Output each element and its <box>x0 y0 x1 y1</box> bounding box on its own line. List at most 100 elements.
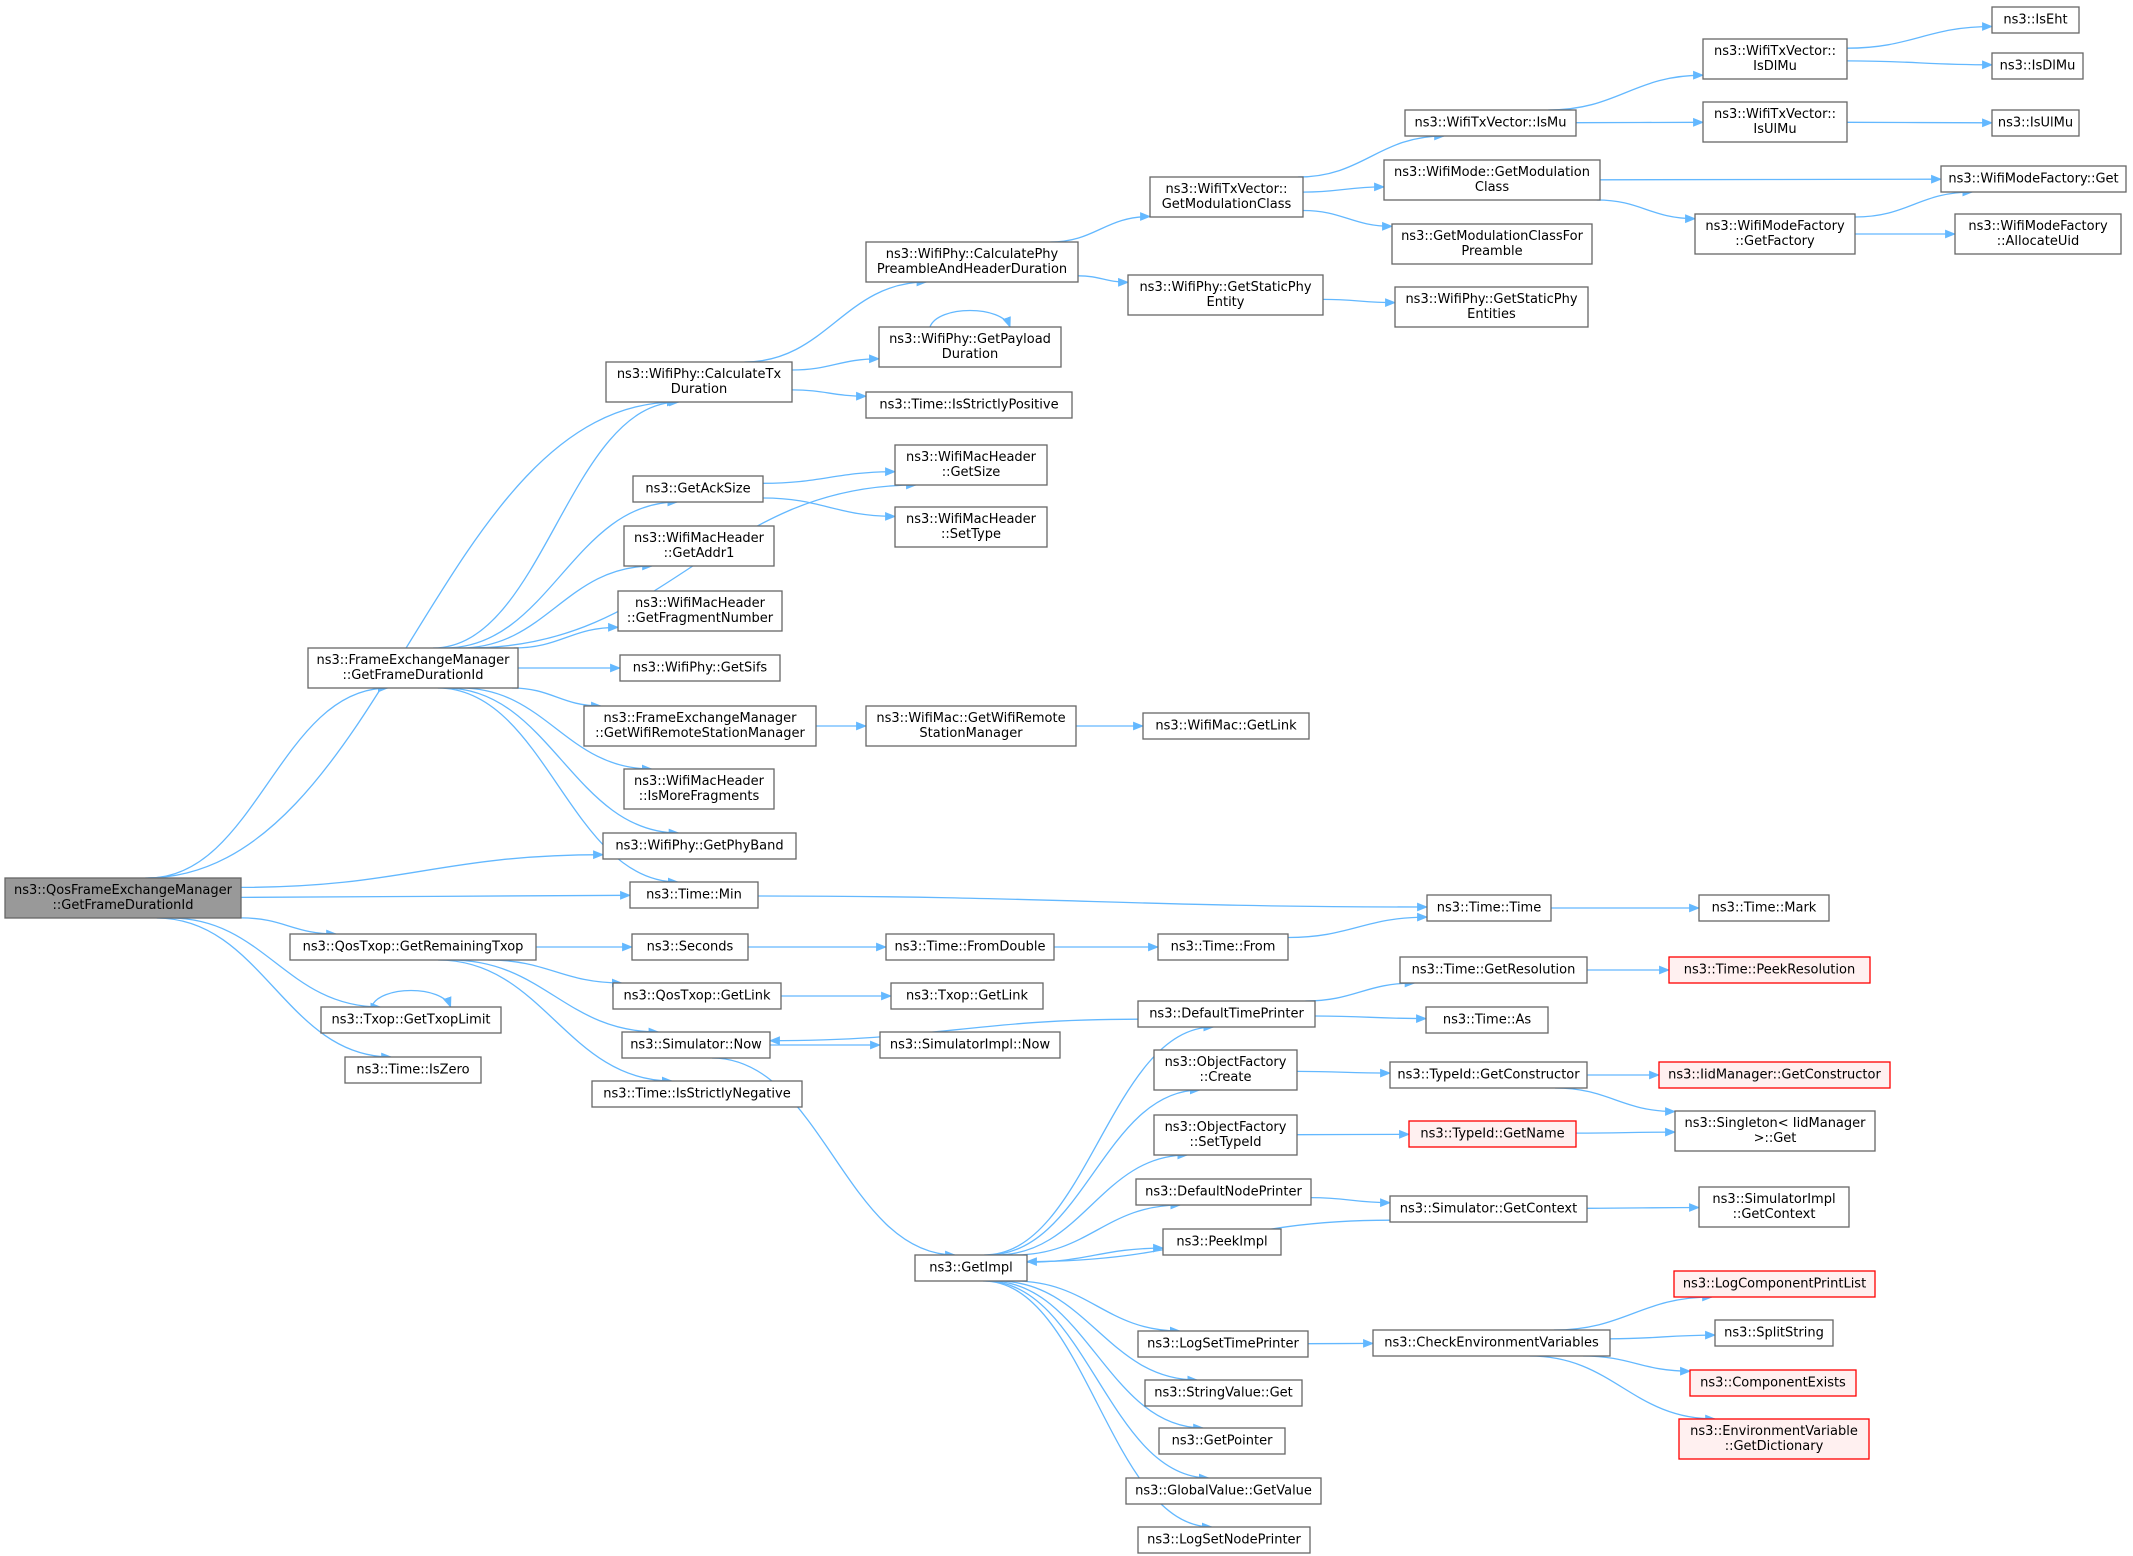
node-time_from[interactable]: ns3::Time::From <box>1157 933 1289 961</box>
node-label-getmodclassforpreamble-0: ns3::GetModulationClassFor <box>1401 229 1584 244</box>
node-envvar_getdict[interactable]: ns3::EnvironmentVariable::GetDictionary <box>1678 1418 1870 1460</box>
node-logcomponentprintlist[interactable]: ns3::LogComponentPrintList <box>1673 1270 1876 1298</box>
node-label-typeid_getconstructor-0: ns3::TypeId::GetConstructor <box>1397 1068 1580 1083</box>
node-getmodclass[interactable]: ns3::WifiTxVector::GetModulationClass <box>1149 176 1304 218</box>
node-stringvalue_get[interactable]: ns3::StringValue::Get <box>1144 1379 1303 1407</box>
node-typeid_getconstructor[interactable]: ns3::TypeId::GetConstructor <box>1389 1061 1588 1089</box>
node-label-time_peekresolution-0: ns3::Time::PeekResolution <box>1684 963 1855 978</box>
node-machdr_getaddr1[interactable]: ns3::WifiMacHeader::GetAddr1 <box>623 525 775 567</box>
edge-getmodclass-to-wifimode_getmodclass <box>1302 182 1386 193</box>
node-label-checkenv-0: ns3::CheckEnvironmentVariables <box>1384 1336 1599 1351</box>
node-label-peekimpl-0: ns3::PeekImpl <box>1176 1235 1267 1250</box>
edge-root-to-time_iszero <box>156 917 393 1062</box>
edge-getstaticphyentity-to-getstaticphyentities <box>1322 298 1397 307</box>
node-machdr_getfragnum[interactable]: ns3::WifiMacHeader::GetFragmentNumber <box>617 590 783 632</box>
node-iidmgr_getconstructor[interactable]: ns3::IidManager::GetConstructor <box>1658 1061 1891 1089</box>
node-txv_ismu[interactable]: ns3::WifiTxVector::IsMu <box>1404 109 1577 137</box>
edge-checkenv-to-splitstring <box>1609 1330 1717 1340</box>
node-getpointer[interactable]: ns3::GetPointer <box>1158 1427 1286 1455</box>
node-time_isstrictneg[interactable]: ns3::Time::IsStrictlyNegative <box>591 1080 803 1108</box>
node-label-wifimac_getlink-0: ns3::WifiMac::GetLink <box>1155 719 1297 734</box>
node-getsifs[interactable]: ns3::WifiPhy::GetSifs <box>619 654 781 682</box>
node-defaultnodeprinter[interactable]: ns3::DefaultNodePrinter <box>1135 1178 1312 1206</box>
edge-getimpl-to-logsetnodeprinter <box>983 1280 1213 1532</box>
node-wmf_allocateuid[interactable]: ns3::WifiModeFactory::AllocateUid <box>1954 213 2122 255</box>
node-typeid_getname[interactable]: ns3::TypeId::GetName <box>1408 1120 1577 1148</box>
node-txv_isulmu[interactable]: ns3::WifiTxVector::IsUlMu <box>1702 101 1848 143</box>
node-time_time[interactable]: ns3::Time::Time <box>1426 894 1552 922</box>
node-machdr_settype[interactable]: ns3::WifiMacHeader::SetType <box>894 506 1048 548</box>
node-wifimode_getmodclass[interactable]: ns3::WifiMode::GetModulationClass <box>1383 159 1601 201</box>
node-wmf_getfactory[interactable]: ns3::WifiModeFactory::GetFactory <box>1694 213 1856 255</box>
node-defaulttimeprinter[interactable]: ns3::DefaultTimePrinter <box>1137 1000 1316 1028</box>
node-box-time_iszero <box>344 1056 482 1084</box>
node-isulmu[interactable]: ns3::IsUlMu <box>1991 109 2080 137</box>
node-label-time_from-0: ns3::Time::From <box>1171 940 1276 955</box>
node-time_as[interactable]: ns3::Time::As <box>1425 1006 1549 1034</box>
node-objfactory_create[interactable]: ns3::ObjectFactory::Create <box>1153 1049 1298 1091</box>
node-label-getpointer-0: ns3::GetPointer <box>1172 1434 1273 1449</box>
node-time_min[interactable]: ns3::Time::Min <box>629 881 759 909</box>
node-seconds[interactable]: ns3::Seconds <box>631 933 749 961</box>
node-time_mark[interactable]: ns3::Time::Mark <box>1698 894 1830 922</box>
node-box-time_peekresolution <box>1668 956 1871 984</box>
node-wifimac_getlink[interactable]: ns3::WifiMac::GetLink <box>1142 712 1310 740</box>
node-sim_now[interactable]: ns3::Simulator::Now <box>621 1031 771 1059</box>
node-label-machdr_getaddr1-0: ns3::WifiMacHeader <box>634 531 765 546</box>
node-getacksize[interactable]: ns3::GetAckSize <box>632 475 764 503</box>
node-box-globalvalue_getvalue <box>1125 1477 1322 1505</box>
node-label-objfactory_create-0: ns3::ObjectFactory <box>1165 1055 1287 1070</box>
node-wifimac_getwrsm[interactable]: ns3::WifiMac::GetWifiRemoteStationManage… <box>865 705 1077 747</box>
node-checkenv[interactable]: ns3::CheckEnvironmentVariables <box>1372 1329 1611 1357</box>
node-box-qostxop_getremaining <box>289 933 537 961</box>
node-root[interactable]: ns3::QosFrameExchangeManager::GetFrameDu… <box>4 877 242 919</box>
node-txv_isdlmu[interactable]: ns3::WifiTxVector::IsDlMu <box>1702 38 1848 80</box>
node-getimpl[interactable]: ns3::GetImpl <box>914 1254 1028 1282</box>
node-qostxop_getremaining[interactable]: ns3::QosTxop::GetRemainingTxop <box>289 933 537 961</box>
node-label-txv_ismu-0: ns3::WifiTxVector::IsMu <box>1414 116 1566 131</box>
node-sim_getcontext[interactable]: ns3::Simulator::GetContext <box>1389 1195 1588 1223</box>
node-logsettimeprinter[interactable]: ns3::LogSetTimePrinter <box>1137 1330 1309 1358</box>
node-box-time_time <box>1426 894 1552 922</box>
node-peekimpl[interactable]: ns3::PeekImpl <box>1162 1228 1282 1256</box>
node-isdlmu[interactable]: ns3::IsDlMu <box>1991 52 2084 80</box>
node-objfactory_settypeid[interactable]: ns3::ObjectFactory::SetTypeId <box>1153 1114 1298 1156</box>
edge-txv_ismu-to-txv_isdlmu <box>1548 70 1705 111</box>
node-singleton_get[interactable]: ns3::Singleton< IidManager>::Get <box>1674 1110 1876 1152</box>
node-box-calctx <box>605 361 793 403</box>
node-box-checkenv <box>1372 1329 1611 1357</box>
node-wmf_get[interactable]: ns3::WifiModeFactory::Get <box>1940 165 2127 193</box>
node-time_peekresolution[interactable]: ns3::Time::PeekResolution <box>1668 956 1871 984</box>
node-globalvalue_getvalue[interactable]: ns3::GlobalValue::GetValue <box>1125 1477 1322 1505</box>
node-machdr_ismorefrag[interactable]: ns3::WifiMacHeader::IsMoreFragments <box>623 768 775 810</box>
node-iseht[interactable]: ns3::IsEht <box>1991 6 2080 34</box>
node-machdr_getsize[interactable]: ns3::WifiMacHeader::GetSize <box>894 444 1048 486</box>
node-isstrictpos[interactable]: ns3::Time::IsStrictlyPositive <box>865 391 1073 419</box>
node-getphyband[interactable]: ns3::WifiPhy::GetPhyBand <box>602 832 797 860</box>
node-box-sim_now <box>621 1031 771 1059</box>
node-fem_getframedur[interactable]: ns3::FrameExchangeManager::GetFrameDurat… <box>307 647 519 689</box>
node-time_fromdouble[interactable]: ns3::Time::FromDouble <box>885 933 1055 961</box>
node-splitstring[interactable]: ns3::SplitString <box>1714 1319 1834 1347</box>
node-label-logsettimeprinter-0: ns3::LogSetTimePrinter <box>1147 1337 1299 1352</box>
edge-checkenv-to-componentexists <box>1582 1355 1692 1376</box>
node-calcphy[interactable]: ns3::WifiPhy::CalculatePhyPreambleAndHea… <box>865 241 1079 283</box>
node-txop_getlink[interactable]: ns3::Txop::GetLink <box>890 982 1044 1010</box>
node-label-calcphy-1: PreambleAndHeaderDuration <box>877 262 1067 277</box>
node-logsetnodeprinter[interactable]: ns3::LogSetNodePrinter <box>1137 1526 1311 1554</box>
node-fem_getwrsm[interactable]: ns3::FrameExchangeManager::GetWifiRemote… <box>583 705 817 747</box>
node-time_getresolution[interactable]: ns3::Time::GetResolution <box>1399 956 1588 984</box>
node-txop_gettxoplimit[interactable]: ns3::Txop::GetTxopLimit <box>320 1006 502 1034</box>
node-time_iszero[interactable]: ns3::Time::IsZero <box>344 1056 482 1084</box>
node-componentexists[interactable]: ns3::ComponentExists <box>1689 1369 1857 1397</box>
node-simimpl_now[interactable]: ns3::SimulatorImpl::Now <box>879 1031 1061 1059</box>
edge-getmodclass-to-getmodclassforpreamble <box>1302 209 1394 231</box>
node-simimpl_getcontext[interactable]: ns3::SimulatorImpl::GetContext <box>1698 1186 1850 1228</box>
node-label-wifimode_getmodclass-0: ns3::WifiMode::GetModulation <box>1394 165 1590 180</box>
node-qostxop_getlink[interactable]: ns3::QosTxop::GetLink <box>612 982 782 1010</box>
